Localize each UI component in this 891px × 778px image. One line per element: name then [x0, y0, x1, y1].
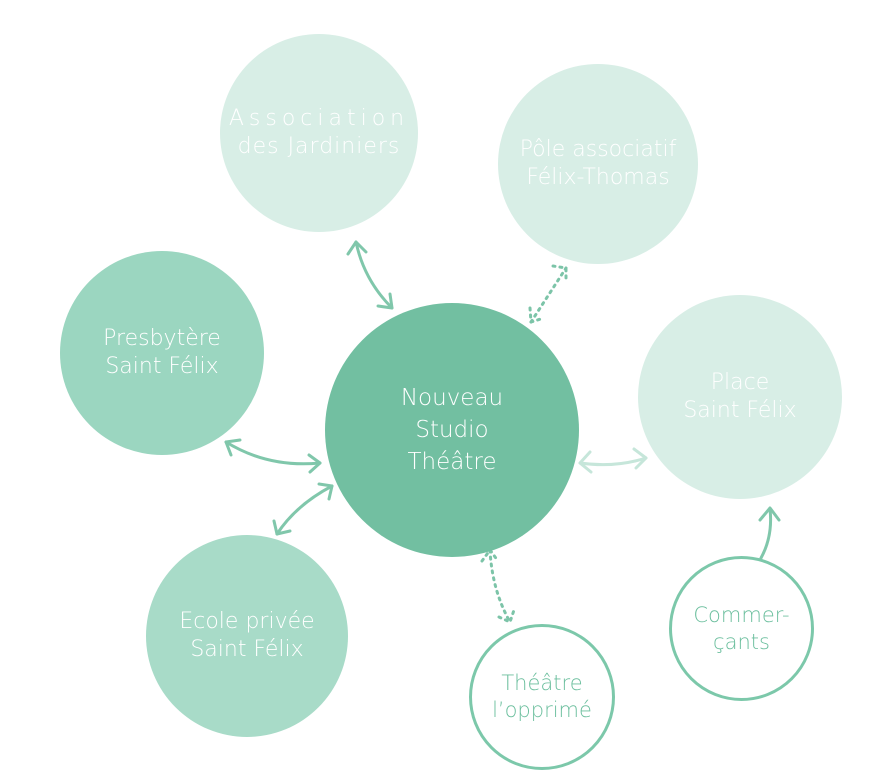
- arrow-pole-center: [528, 264, 568, 324]
- node-pole-line-1: Pôle associatif: [519, 136, 677, 162]
- node-pole-line-2: Félix-Thomas: [526, 165, 670, 190]
- node-presbytere-line-2: Saint Félix: [105, 354, 219, 379]
- node-place-line-2: Saint Félix: [683, 398, 797, 423]
- node-place-saint-felix: Place Saint Félix: [638, 295, 842, 499]
- node-association-des-jardiniers: Association des Jardiniers: [220, 34, 418, 232]
- node-center-line-3: Théâtre: [407, 449, 497, 476]
- node-theatre-line-1: Théâtre: [501, 671, 583, 696]
- node-center-line-1: Nouveau: [400, 384, 504, 411]
- node-association-line-1: Association: [228, 105, 410, 131]
- arrow-place-center: [578, 447, 648, 474]
- node-place-line-1: Place: [710, 369, 770, 395]
- node-theatre-l-opprime: Théâtre l’opprimé: [469, 624, 615, 770]
- node-association-line-2: des Jardiniers: [237, 134, 401, 159]
- node-presbytere-saint-felix: Presbytère Saint Félix: [60, 251, 264, 455]
- node-ecole-privee-saint-felix: Ecole privée Saint Félix: [146, 535, 348, 737]
- node-nouveau-studio-theatre: Nouveau Studio Théâtre: [325, 303, 579, 557]
- node-commercants-line-1: Commer-: [693, 602, 790, 627]
- node-ecole-line-2: Saint Félix: [190, 637, 304, 662]
- node-commercants-line-2: çants: [713, 629, 770, 654]
- node-ecole-line-1: Ecole privée: [179, 608, 315, 634]
- node-center-line-2: Studio: [415, 416, 489, 443]
- node-commercants: Commer- çants: [669, 556, 814, 701]
- arrow-theatre-center: [480, 548, 516, 624]
- node-theatre-line-2: l’opprimé: [492, 698, 592, 722]
- arrow-association-center: [346, 240, 394, 310]
- arrow-ecole-center: [272, 482, 334, 536]
- arrow-presbytere-center: [224, 438, 322, 474]
- node-pole-associatif: Pôle associatif Félix-Thomas: [498, 64, 698, 264]
- arrow-commercants-place: [758, 506, 781, 560]
- node-presbytere-line-1: Presbytère: [103, 325, 221, 351]
